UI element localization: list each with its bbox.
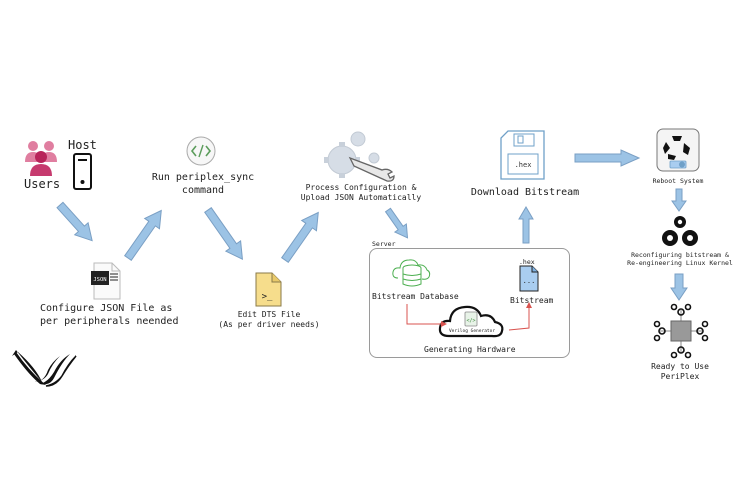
server-flow-arrows [406,302,532,331]
ready-label: Ready to Use PeriPlex [640,362,720,382]
chip-icon [653,303,709,359]
configure-json-label: Configure JSON File as per peripherals n… [40,303,190,328]
arrow-download-to-reboot [574,149,641,167]
cloud-database-icon [392,259,431,287]
svg-text:</>: </> [466,318,475,324]
arrow-process-to-server [384,207,409,239]
red-arrow-generator-to-bitstream [508,308,530,331]
server-container [369,248,570,358]
bitstream-label: Bitstream [510,296,554,305]
run-sync-label: Run periplex_sync command [150,172,256,197]
generating-hardware-label: Generating Hardware [424,345,516,354]
bitstream-database-label: Bitstream Database [372,292,459,301]
cloud-code-icon: </> [438,305,504,338]
recycle-icon[interactable] [656,128,700,172]
host-label: Host [68,138,97,152]
gears-wrench-icon [324,131,395,182]
svg-text:...: ... [523,277,536,285]
ready-line2: PeriPlex [660,372,700,381]
host-computer-icon [73,153,92,190]
terminal-text: >_ [262,292,273,302]
verilog-generator-label: Verilog Generator [448,329,496,334]
edit-dts-line2: (As per driver needs) [218,320,320,329]
users-icon [25,141,57,176]
gears-icon [662,216,698,246]
edit-dts-line1: Edit DTS File [237,310,301,319]
arrow-reconfig-to-ready [670,273,688,301]
arrow-sync-to-dts [204,207,243,260]
configure-json-line1: Configure JSON File as [40,303,173,314]
configure-json-line2: per peripherals neended [40,315,179,327]
reconfigure-line2: Re-engineering Linux Kernel [627,259,733,268]
code-icon[interactable] [185,135,217,167]
process-config-line2: Upload JSON Automatically [300,193,422,202]
run-sync-line1: Run periplex_sync [151,172,255,183]
ready-line1: Ready to Use [651,362,709,371]
edit-dts-label: Edit DTS File (As per driver needs) [214,310,324,330]
users-label: Users [24,177,61,191]
json-file-text: JSON [93,277,106,283]
terminal-file-icon[interactable]: >_ [254,272,284,308]
arrow-json-to-sync [124,209,162,261]
floppy-disk-icon[interactable]: .hex [500,130,546,180]
reboot-label: Reboot System [652,177,704,185]
floppy-hex-text: .hex [515,161,532,169]
red-arrow-db-to-generator [406,304,441,325]
periplex-logo-icon [12,350,77,387]
reconfigure-label: Reconfiguring bitstream & Re-engineering… [620,251,740,267]
bitstream-file-ext: .hex [519,258,535,266]
reconfigure-line1: Reconfiguring bitstream & [631,251,729,259]
process-config-line1: Process Configuration & [305,183,417,192]
process-config-label: Process Configuration & Upload JSON Auto… [296,183,426,203]
arrow-users-to-json [56,201,93,242]
hex-file-icon[interactable]: ... [518,265,540,293]
server-title: Server [372,240,396,248]
json-file-icon[interactable]: JSON [90,262,124,300]
arrow-dts-to-process [281,211,319,263]
download-bitstream-label: Download Bitstream [470,187,580,198]
arrow-server-to-download [518,206,534,244]
arrow-reboot-to-reconfig [671,188,687,212]
run-sync-line2: command [181,184,225,196]
